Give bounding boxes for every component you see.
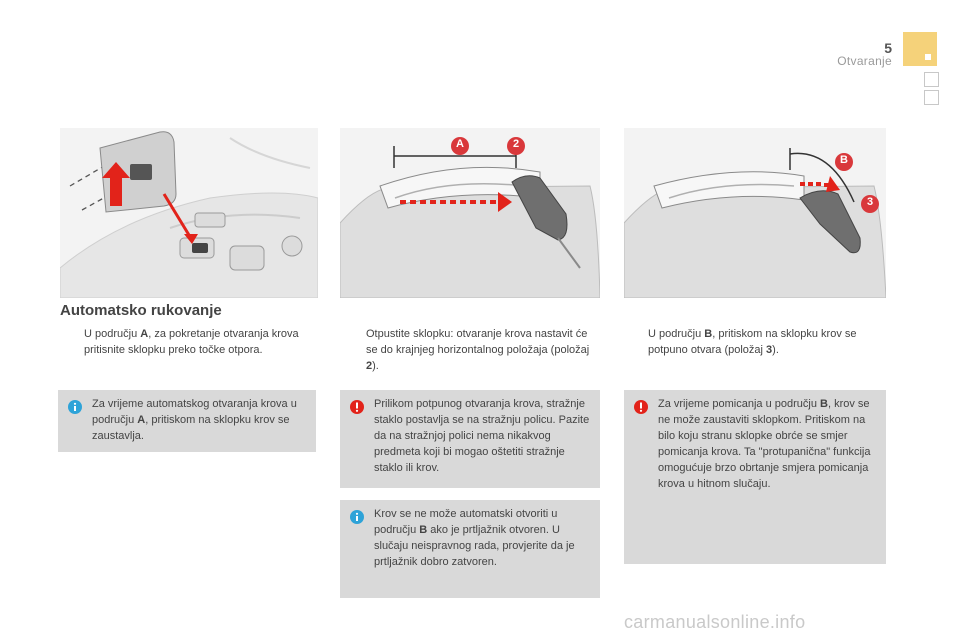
step-instruction-1: U području A, za pokretanje otvaranja kr…	[60, 326, 322, 358]
section-title: Otvaranje	[837, 54, 892, 68]
info-icon	[68, 400, 82, 414]
step-text: U području A, za pokretanje otvaranja kr…	[84, 328, 299, 356]
warning-note: Prilikom potpunog otvaranja krova, straž…	[340, 390, 600, 488]
tab-marker	[925, 54, 931, 60]
chapter-tab	[924, 72, 939, 87]
watermark: carmanualsonline.info	[624, 612, 806, 632]
callout-3: 3	[866, 196, 874, 208]
warning-icon	[350, 400, 364, 414]
chapter-tab-active	[903, 32, 937, 66]
info-note-text: Krov se ne može automatski otvoriti u po…	[374, 508, 575, 568]
callout-a: A	[456, 138, 464, 150]
section-heading: Automatsko rukovanje	[60, 302, 222, 319]
warning-note-text: Za vrijeme pomicanja u području B, krov …	[658, 398, 871, 490]
info-note: Krov se ne može automatski otvoriti u po…	[340, 500, 600, 598]
callout-2: 2	[512, 138, 520, 150]
warning-note: Za vrijeme pomicanja u području B, krov …	[624, 390, 886, 564]
roof-opening-b-illustration: B 3	[624, 128, 886, 298]
step-text: Otpustite sklopku: otvaranje krova nasta…	[366, 328, 590, 372]
warning-icon	[634, 400, 648, 414]
warning-note-text: Prilikom potpunog otvaranja krova, straž…	[374, 398, 590, 474]
step-instruction-2: Otpustite sklopku: otvaranje krova nasta…	[342, 326, 600, 374]
info-note: Za vrijeme automatskog otvaranja krova u…	[58, 390, 316, 452]
info-icon	[350, 510, 364, 524]
roof-opening-a-illustration: A 2	[340, 128, 600, 298]
callout-b: B	[840, 154, 848, 166]
info-note-text: Za vrijeme automatskog otvaranja krova u…	[92, 398, 297, 442]
page-number: 5	[884, 40, 892, 56]
chapter-tab	[924, 90, 939, 105]
switch-console-illustration	[60, 128, 318, 298]
step-text: U području B, pritiskom na sklopku krov …	[648, 328, 857, 356]
step-instruction-3: U području B, pritiskom na sklopku krov …	[624, 326, 886, 358]
